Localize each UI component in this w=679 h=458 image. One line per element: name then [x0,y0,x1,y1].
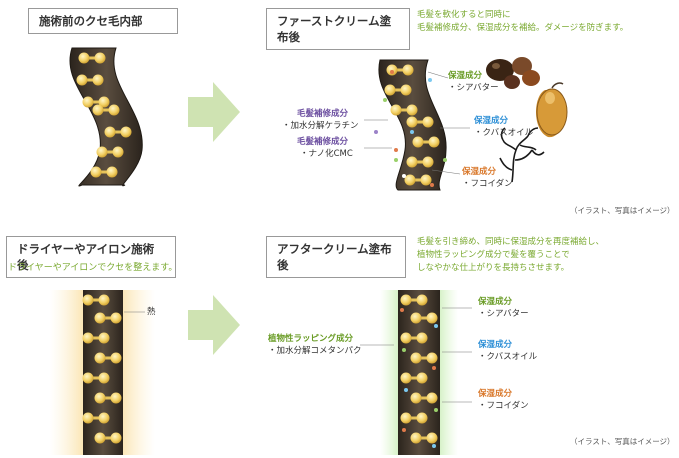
first-desc-line1: 毛髪を軟化すると同時に [417,10,511,20]
first-note: （イラスト、写真はイメージ） [570,206,675,215]
leaders-first [364,71,470,175]
after-desc-line1: 毛髪を引き締め、同時に保湿成分を再度補給し、 [417,237,605,247]
first-repair2-item: ・ナノ化CMC [300,149,353,159]
hair-wavy-before [69,47,143,187]
first-moist2-head: 保湿成分 [474,116,509,126]
first-moist1-head: 保湿成分 [448,71,483,81]
first-moist1-item: ・シアバター [448,83,499,93]
after-moist2-item: ・クバスオイル [478,352,538,362]
kubas-fruit-illustration [535,82,568,138]
panel-after-title: アフタークリーム塗布後 [266,236,406,278]
after-wrap-item: ・加水分解コメタンパク [268,346,362,356]
first-moist2-item: ・クバスオイル [474,128,534,138]
shea-nuts-illustration [486,57,540,89]
after-moist3-head: 保湿成分 [478,389,513,399]
first-repair2-head: 毛髪補修成分 [297,137,349,147]
particles-first [374,70,447,187]
after-moist2-head: 保湿成分 [478,340,513,350]
particles-after [400,308,438,448]
arrow-right-top [188,82,240,142]
panel-first-title: ファーストクリーム塗布後 [266,8,410,50]
after-moist1-head: 保湿成分 [478,297,513,307]
after-moist3-item: ・フコイダン [478,401,529,411]
after-note: （イラスト、写真はイメージ） [570,437,675,446]
first-moist3-head: 保湿成分 [462,167,497,177]
first-desc-line2: 毛髪補修成分、保湿成分を補給。ダメージを防ぎます。 [417,23,629,33]
after-desc-line3: しなやかな仕上がりを長持ちさせます。 [417,263,570,273]
after-wrap-head: 植物性ラッピング成分 [268,334,354,344]
after-desc-line2: 植物性ラッピング成分で髪を覆うことで [417,250,570,260]
dryer-desc: ドライヤーやアイロンでクセを整えます。 [8,263,178,273]
first-repair1-item: ・加水分解ケラチン [282,121,359,131]
leaders-after [360,307,472,403]
first-moist3-item: ・フコイダン [462,179,513,189]
panel-dryer-title: ドライヤーやアイロン施術後 [6,236,176,278]
first-repair1-head: 毛髪補修成分 [297,109,349,119]
panel-before-title: 施術前のクセ毛内部 [28,8,178,34]
arrow-right-bottom [188,295,240,355]
after-moist1-item: ・シアバター [478,309,529,319]
seaweed-illustration [499,127,545,183]
heat-label: 熱 [147,307,156,317]
